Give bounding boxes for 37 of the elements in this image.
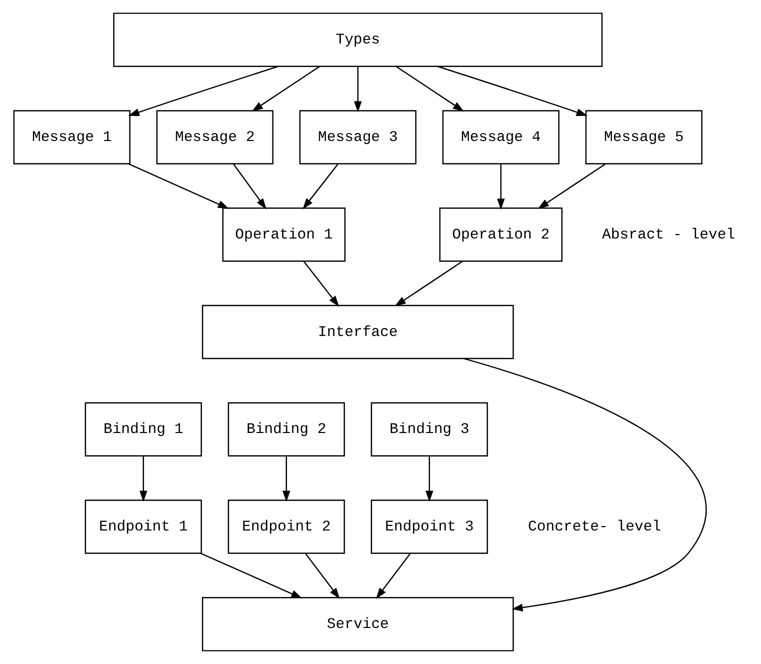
arrow	[232, 164, 266, 210]
arrow	[463, 358, 706, 612]
node-box: Message 5	[584, 110, 702, 164]
arrow	[138, 456, 147, 502]
arrow	[375, 553, 410, 599]
arrow	[304, 553, 340, 599]
arrow	[354, 66, 362, 112]
node-box: Binding 3	[370, 402, 488, 457]
arrow	[436, 66, 588, 116]
label: Absract - level	[602, 227, 735, 244]
node-box: Message 2	[156, 110, 273, 164]
node-box: Endpoint 2	[227, 500, 344, 554]
node-box: Interface	[201, 304, 514, 360]
arrow	[251, 66, 320, 112]
node-box: Types	[112, 12, 602, 67]
arrow	[496, 164, 504, 210]
arrow	[395, 66, 464, 112]
node-box: Operation 2	[438, 207, 562, 262]
node-box: Endpoint 1	[84, 500, 202, 554]
node-box: Message 3	[298, 110, 416, 164]
node-box: Service	[201, 597, 514, 652]
arrow	[302, 164, 338, 210]
node-box: Binding 2	[227, 402, 344, 457]
node-box: Binding 1	[84, 402, 202, 457]
label: Concrete- level	[528, 520, 661, 536]
arrow	[537, 163, 606, 209]
arrow	[128, 66, 278, 116]
arrow	[128, 163, 229, 209]
node-box: Operation 1	[222, 207, 346, 262]
node-box: Message 4	[442, 110, 559, 164]
arrow	[425, 456, 433, 502]
arrow	[394, 260, 462, 306]
arrow	[302, 260, 339, 307]
arrow	[282, 456, 290, 502]
node-box: Endpoint 3	[370, 500, 488, 554]
arrow	[200, 552, 302, 598]
node-box: Message 1	[12, 110, 130, 164]
